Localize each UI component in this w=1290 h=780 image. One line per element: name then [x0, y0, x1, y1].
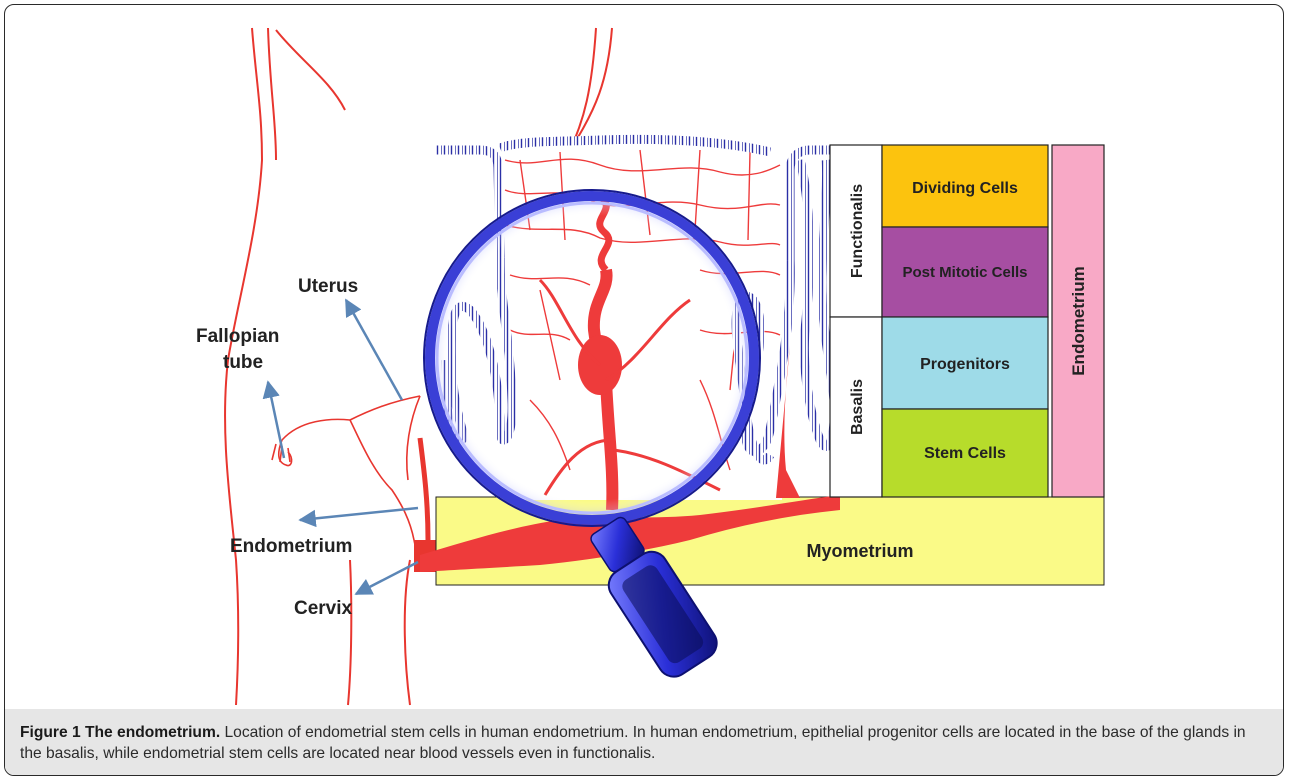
basalis-label: Basalis — [849, 379, 866, 435]
fallopian-label-1: Fallopian — [196, 326, 279, 347]
dividing-cells-label: Dividing Cells — [912, 180, 1018, 197]
figure-caption: Figure 1 The endometrium. Location of en… — [20, 722, 1270, 764]
functionalis-label: Functionalis — [849, 184, 866, 278]
fallopian-label-2: tube — [223, 352, 263, 373]
layer-table: Functionalis Basalis Dividing Cells Post… — [830, 145, 1104, 497]
endometrium-strip — [420, 438, 428, 540]
caption-lead: Figure 1 The endometrium. — [20, 724, 220, 741]
uterus-label: Uterus — [298, 276, 358, 297]
myometrium-label: Myometrium — [806, 541, 913, 561]
magnifying-glass-icon — [424, 190, 760, 683]
progenitors-label: Progenitors — [920, 356, 1010, 373]
stem-cells-label: Stem Cells — [924, 445, 1006, 462]
endometrium-bar-label: Endometrium — [1069, 266, 1088, 376]
post-mitotic-cells-label: Post Mitotic Cells — [902, 264, 1027, 281]
endometrium-side-label: Endometrium — [230, 536, 352, 557]
cervix-label: Cervix — [294, 598, 353, 619]
endometrium-diagram: Myometrium — [0, 0, 1290, 710]
